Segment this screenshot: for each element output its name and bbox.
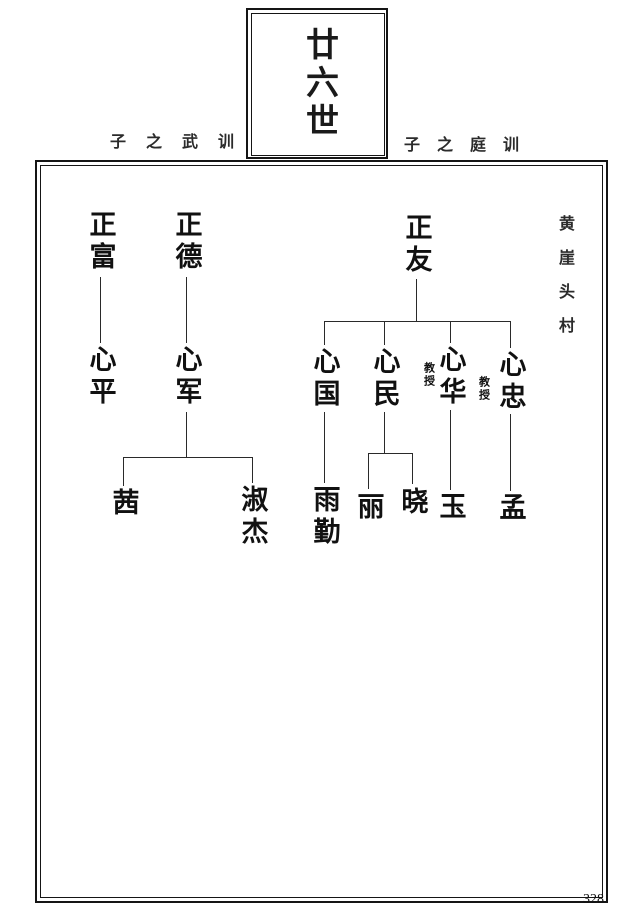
tree-frame [35,160,608,903]
generation-title-inner-frame: 廿六世 [251,13,385,156]
line-xinguo-yuqin [324,412,325,483]
line-xinmin-stem [384,412,385,453]
page-number: 328 [583,892,604,907]
line-zhengyou-stem [416,279,417,321]
note-xinhua-professor: 教授 [422,362,435,388]
line-zhengyou-bus [324,321,511,322]
line-drop-xinzhong [510,321,511,348]
right-branch-label: 子之庭训 [404,137,537,154]
person-qian: 茜 [108,488,139,520]
person-shujie: 淑杰 [237,485,268,549]
tree-frame-inner [40,165,603,898]
line-drop-xinhua [450,321,451,343]
line-xinzhong-meng [510,414,511,491]
person-yuqin: 雨勤 [309,485,340,549]
line-drop-xinmin [384,321,385,345]
person-zhengyou: 正友 [401,213,432,277]
line-xinmin-bus [368,453,412,454]
person-yu: 玉 [435,492,466,524]
line-xinjun-bus [123,457,252,458]
person-xinzhong: 心忠 [495,350,526,414]
line-zhengde-xinjun [186,277,187,343]
person-xinguo: 心国 [309,347,340,411]
person-xinjun: 心军 [171,345,202,409]
left-branch-label: 子之武训 [110,134,255,151]
person-zhengfu: 正富 [85,210,116,274]
line-xinjun-stem [186,412,187,457]
person-zhengde: 正德 [171,210,202,274]
line-drop-shujie [252,457,253,483]
line-drop-xiao [412,453,413,484]
person-xinping: 心平 [85,345,116,409]
line-drop-xinguo [324,321,325,345]
line-zhengfu-xinping [100,277,101,343]
person-xinmin: 心民 [369,347,400,411]
note-xinzhong-professor: 教授 [477,376,490,402]
generation-title: 廿六世 [300,27,337,141]
person-li: 丽 [353,492,384,524]
person-xiao: 晓 [397,487,428,519]
village-label: 黄崖头村 [556,215,573,351]
person-meng: 孟 [495,493,526,525]
line-drop-li [368,453,369,489]
person-xinhua: 心华 [435,345,466,409]
generation-title-box: 廿六世 [246,8,388,159]
line-xinhua-yu [450,410,451,490]
line-drop-qian [123,457,124,486]
